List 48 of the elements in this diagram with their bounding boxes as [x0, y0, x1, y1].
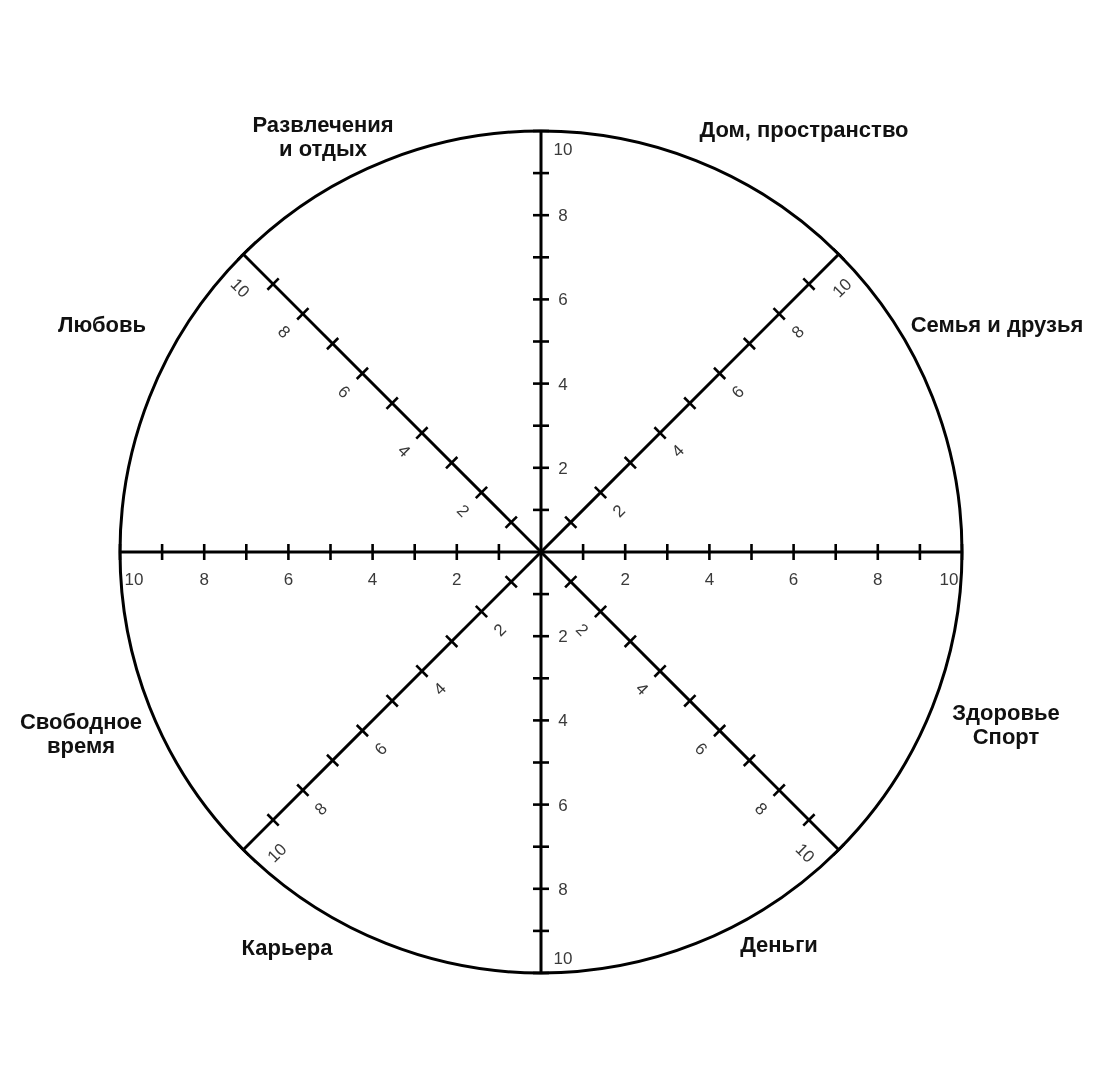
- scale-number: 6: [334, 382, 354, 402]
- scale-number: 10: [792, 839, 818, 866]
- scale-number: 2: [558, 627, 568, 645]
- scale-number: 8: [751, 799, 771, 818]
- scale-number: 6: [558, 290, 568, 308]
- scale-number: 4: [669, 441, 688, 461]
- category-label: Здоровье Спорт: [952, 700, 1060, 750]
- category-label: Развлечения и отдых: [252, 112, 394, 162]
- scale-number: 8: [558, 880, 568, 898]
- scale-number: 8: [199, 570, 209, 588]
- scale-number: 8: [275, 322, 294, 342]
- scale-number: 6: [283, 570, 294, 588]
- category-label: Карьера: [241, 935, 333, 961]
- scale-number: 8: [311, 799, 331, 818]
- category-label: Свободное время: [19, 709, 143, 759]
- scale-number: 2: [609, 501, 629, 521]
- scale-number: 4: [367, 570, 378, 588]
- scale-number: 10: [227, 275, 254, 301]
- scale-number: 10: [939, 570, 959, 588]
- scale-number: 6: [728, 382, 748, 402]
- scale-number: 6: [371, 739, 391, 759]
- scale-number: 2: [572, 620, 592, 640]
- scale-number: 2: [452, 570, 462, 588]
- scale-number: 4: [558, 375, 568, 393]
- scale-number: 4: [430, 680, 450, 699]
- category-label: Семья и друзья: [910, 312, 1084, 338]
- scale-number: 4: [558, 711, 568, 729]
- scale-number: 2: [453, 501, 473, 521]
- scale-number: 10: [124, 570, 144, 588]
- scale-number: 6: [691, 739, 711, 759]
- scale-number: 4: [704, 570, 715, 588]
- scale-number: 10: [553, 949, 573, 967]
- scale-number: 8: [873, 570, 883, 588]
- category-label: Любовь: [58, 312, 146, 338]
- scale-number: 8: [558, 206, 568, 224]
- scale-number: 2: [490, 620, 510, 640]
- category-label: Дом, пространство: [699, 117, 909, 143]
- scale-number: 6: [558, 796, 568, 814]
- scale-number: 2: [558, 459, 568, 477]
- scale-number: 10: [264, 839, 290, 866]
- scale-number: 8: [788, 322, 807, 342]
- scale-number: 2: [620, 570, 630, 588]
- scale-number: 10: [828, 275, 855, 301]
- scale-number: 4: [632, 680, 652, 699]
- scale-number: 10: [553, 140, 573, 158]
- scale-number: 6: [788, 570, 799, 588]
- category-label: Деньги: [740, 932, 818, 958]
- scale-number: 4: [394, 441, 413, 461]
